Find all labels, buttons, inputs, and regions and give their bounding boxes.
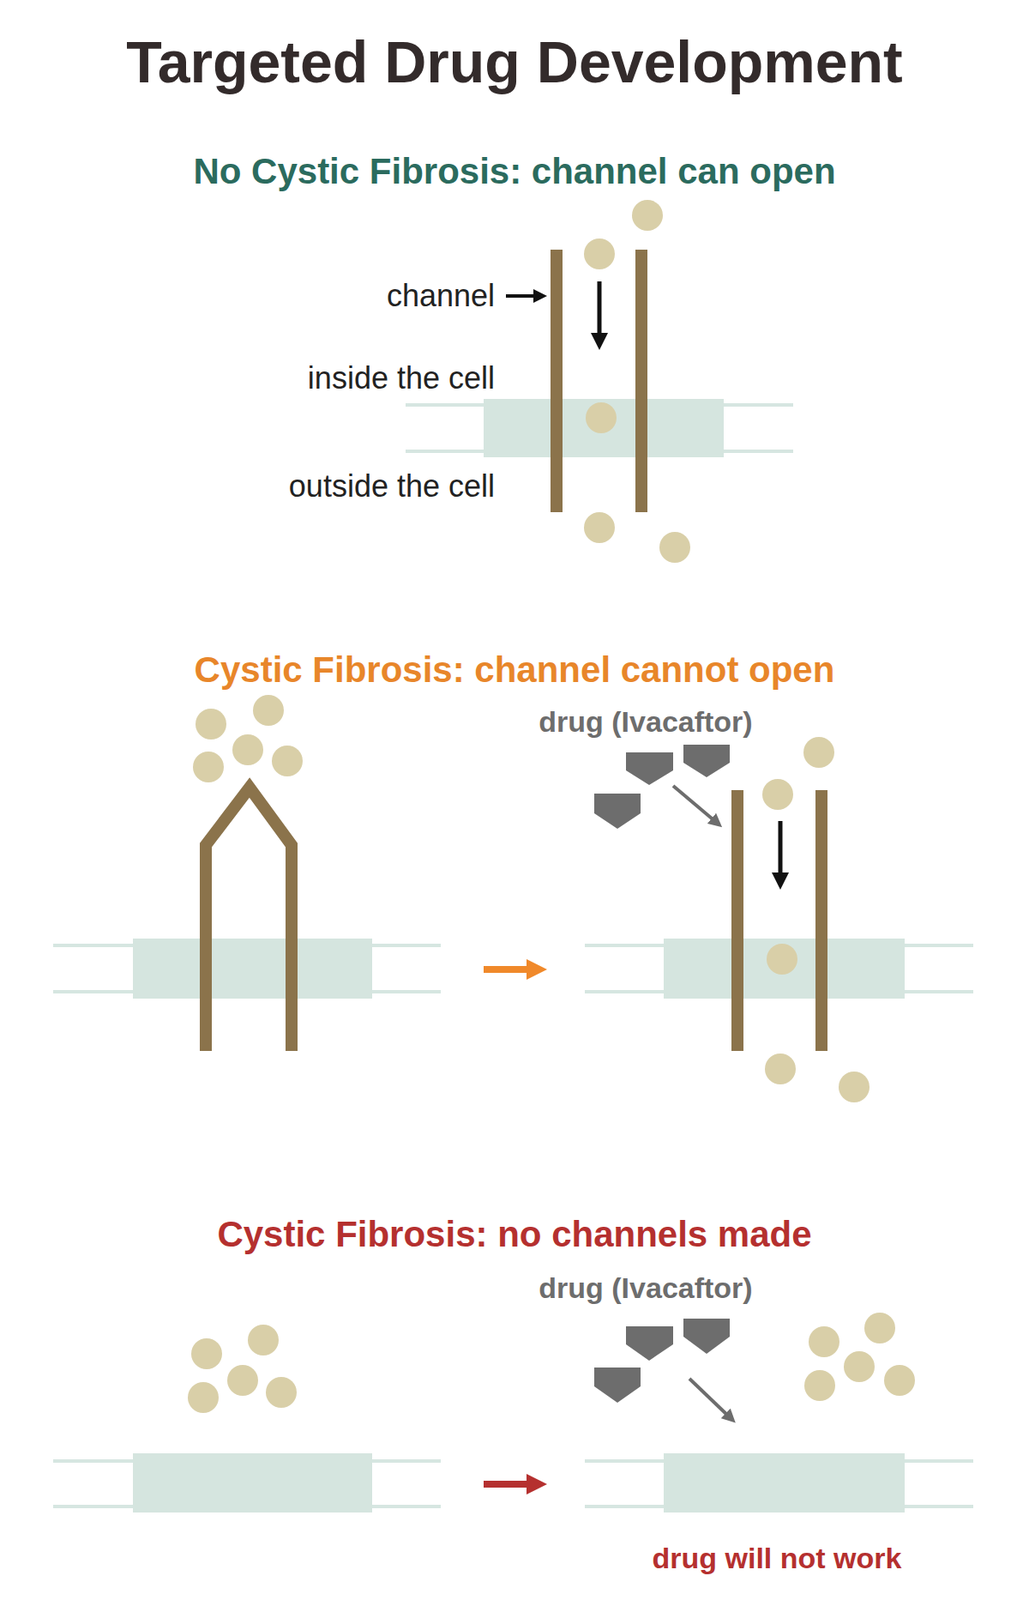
ion <box>864 1311 896 1343</box>
membrane <box>584 1452 974 1512</box>
drug-arrow <box>673 785 717 823</box>
ions <box>192 694 303 783</box>
section-heading: Cystic Fibrosis: channel cannot open <box>194 649 836 691</box>
ion <box>265 1376 297 1408</box>
ion <box>583 238 615 270</box>
ion <box>191 1337 223 1369</box>
ion <box>247 1323 279 1355</box>
channel-wall <box>635 249 648 512</box>
drug-molecule <box>594 1366 641 1403</box>
membrane <box>53 1452 441 1512</box>
ions <box>804 1311 915 1401</box>
ion <box>252 694 284 726</box>
closed-channel <box>205 787 292 1051</box>
ions <box>583 199 691 563</box>
pointer-arrow <box>505 294 541 298</box>
ion <box>804 1369 836 1401</box>
ion <box>192 751 224 783</box>
drug-molecule <box>683 1317 730 1354</box>
membrane <box>53 938 441 999</box>
region-label: inside the cell <box>307 360 495 396</box>
ion <box>271 745 303 777</box>
membrane-block <box>132 938 373 999</box>
channel-wall <box>550 249 563 512</box>
ions <box>762 736 870 1102</box>
warning-note: drug will not work <box>652 1540 903 1575</box>
drug-label: drug (Ivacaftor) <box>538 704 753 739</box>
drug-arrow <box>689 1378 731 1418</box>
ion <box>808 1325 840 1357</box>
ion <box>195 708 227 740</box>
title: Targeted Drug Development <box>126 28 903 96</box>
drug-label: drug (Ivacaftor) <box>538 1270 753 1305</box>
ion <box>803 736 835 768</box>
part-label: channel <box>386 277 495 313</box>
membrane-block <box>663 938 905 999</box>
membrane-block <box>132 1452 373 1512</box>
section-heading: Cystic Fibrosis: no channels made <box>216 1213 812 1255</box>
flow-arrow <box>778 820 783 881</box>
ion <box>764 1053 796 1084</box>
drug-molecules <box>594 1317 730 1403</box>
channel-wall <box>731 789 744 1051</box>
ion <box>843 1350 875 1382</box>
drug-molecule <box>594 793 641 829</box>
ion <box>232 734 264 765</box>
section-heading: No Cystic Fibrosis: channel can open <box>192 150 836 193</box>
flow-arrow <box>597 281 602 342</box>
ion <box>838 1071 870 1102</box>
ion <box>585 402 617 434</box>
transition-arrow <box>483 965 537 973</box>
transition-arrow <box>483 1480 537 1487</box>
ion <box>227 1364 259 1396</box>
ion <box>631 199 663 231</box>
membrane <box>584 938 974 999</box>
drug-molecule <box>683 744 730 777</box>
region-label: outside the cell <box>288 468 495 504</box>
drug-molecule <box>625 1325 674 1360</box>
drug-molecule <box>625 752 674 785</box>
membrane <box>405 398 794 458</box>
membrane-block <box>663 1452 905 1512</box>
membrane-block <box>483 398 724 458</box>
ions <box>187 1323 297 1413</box>
ion <box>884 1364 915 1396</box>
ion <box>762 778 794 810</box>
ion <box>766 943 798 975</box>
channel-wall <box>815 789 828 1051</box>
ion <box>659 531 691 563</box>
ion <box>187 1381 219 1413</box>
drug-molecules <box>594 744 730 829</box>
ion <box>583 511 615 543</box>
